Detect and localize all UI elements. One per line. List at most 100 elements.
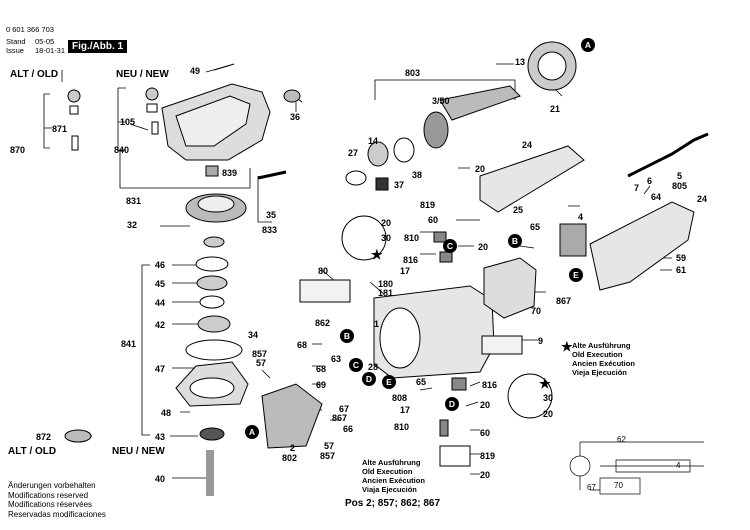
legend-line: Old Execution [572,350,623,359]
part-label-810-bottom: 810 [394,422,410,432]
part-label-27: 27 [348,148,359,158]
part-label-20-bottom: 20 [480,470,491,480]
legend-line: Ancien Exécution [362,476,425,485]
part-label-17-bottom: 17 [400,405,411,415]
stand-date: 05-05 [35,37,55,46]
part-label-21: 21 [550,104,561,114]
part-label-7: 7 [634,183,640,193]
part-label-44: 44 [155,298,166,308]
legend-line: Alte Ausführung [572,341,631,350]
part-label-839: 839 [222,168,238,178]
part-label-20-inset-bottom: 20 [543,409,554,419]
bracket-870 [43,93,52,149]
part-label-57-bottom: 57 [324,441,335,451]
part-label-180: 180 [378,279,394,289]
part-label-1: 1 [374,319,380,329]
callout-d-brush: D [445,397,459,411]
part-label-63: 63 [331,354,342,364]
part-label-870: 870 [10,145,26,155]
part-label-2: 2 [290,443,296,453]
part-label-66: 66 [343,424,354,434]
part-label-25: 25 [513,205,524,215]
part-label-45: 45 [155,279,166,289]
old-execution-star-icon: ★ [371,247,383,262]
part-label-13: 13 [515,57,526,67]
part-label-30-bottom: 30 [543,393,554,403]
part-label-65-bottom: 65 [416,377,427,387]
part-label-35: 35 [266,210,277,220]
part-label-9: 9 [538,336,544,346]
part-label-819-bottom: 819 [480,451,496,461]
part-label-24-bottom: 24 [697,194,708,204]
callout-d-motor: D [362,372,376,386]
part-label-805: 805 [672,181,688,191]
part-label-24-top: 24 [522,140,533,150]
part-label-867-motor: 867 [332,413,348,423]
part-label-68-bottom: 68 [316,364,327,374]
part-label-841: 841 [121,339,137,349]
part-label-30-top: 30 [381,233,392,243]
issue-date: 18-01-31 [35,46,66,55]
part-label-802: 802 [282,453,298,463]
part-label-20-inset-top: 20 [381,218,392,228]
part-label-181: 181 [378,288,394,298]
handle-half-top [479,145,585,213]
part-label-64: 64 [651,192,662,202]
part-label-4: 4 [578,212,584,222]
footer-line: Änderungen vorbehalten [8,481,96,490]
bracket-840 [117,87,126,151]
callout-e-handle: E [569,268,583,282]
callout-e-motor: E [382,375,396,389]
bracket-841 [141,264,150,436]
part-label-857-bottom: 857 [320,451,336,461]
part-label-61: 61 [676,265,687,275]
part-label-67: 67 [339,404,350,414]
handle-half-bottom [589,201,695,291]
part-label-68-top: 68 [297,340,308,350]
part-label-69: 69 [316,380,327,390]
part-label-60-top: 60 [428,215,439,225]
part-label-14: 14 [368,136,379,146]
part-label-70: 70 [531,306,542,316]
part-label-48: 48 [161,408,172,418]
part-label-42: 42 [155,320,166,330]
part-label-872: 872 [36,432,52,442]
wiring-schematic [569,441,704,495]
callout-b-motor: B [340,329,354,343]
armature [439,85,521,121]
alt-old-heading-top: ALT / OLD [10,69,59,80]
part-number: 0 601 366 703 [6,25,54,34]
legend-line: Alte Ausführung [362,458,421,467]
part-label-831: 831 [126,196,142,206]
part-label-59: 59 [676,253,687,263]
bracket-831 [119,150,251,189]
part-label-38: 38 [412,170,423,180]
alt-old-heading-bottom: ALT / OLD [8,446,57,457]
neu-new-heading-top: NEU / NEW [116,69,169,80]
bracket-803 [374,79,516,100]
legend-old-execution: Alte Ausführung Old Execution Ancien Exé… [572,341,635,377]
old-execution-star-icon: ★ [539,376,551,391]
issue-label: Issue [6,46,24,55]
part-label-49: 49 [190,66,201,76]
callout-a-top: A [581,38,595,52]
part-label-20-brush-bottom: 20 [480,400,491,410]
part-label-65-top: 65 [530,222,541,232]
part-label-46: 46 [155,260,166,270]
figure-tag: Fig./Abb. 1 [68,40,128,53]
part-label-816-top: 816 [403,255,419,265]
part-label-34: 34 [248,330,259,340]
part-label-43: 43 [155,432,166,442]
part-label-37: 37 [394,180,405,190]
footer-line: Modifications reserved [8,490,89,500]
part-label-803: 803 [405,68,421,78]
circuit-label-4: 4 [676,461,681,470]
footer-line: Modifications réservées [8,500,93,509]
part-label-17-top: 17 [400,266,411,276]
part-label-57-top: 57 [256,358,267,368]
part-label-36: 36 [290,112,301,122]
part-label-105: 105 [120,117,136,127]
legend-line: Vieja Ejecución [572,368,627,377]
part-label-5: 5 [677,171,683,181]
